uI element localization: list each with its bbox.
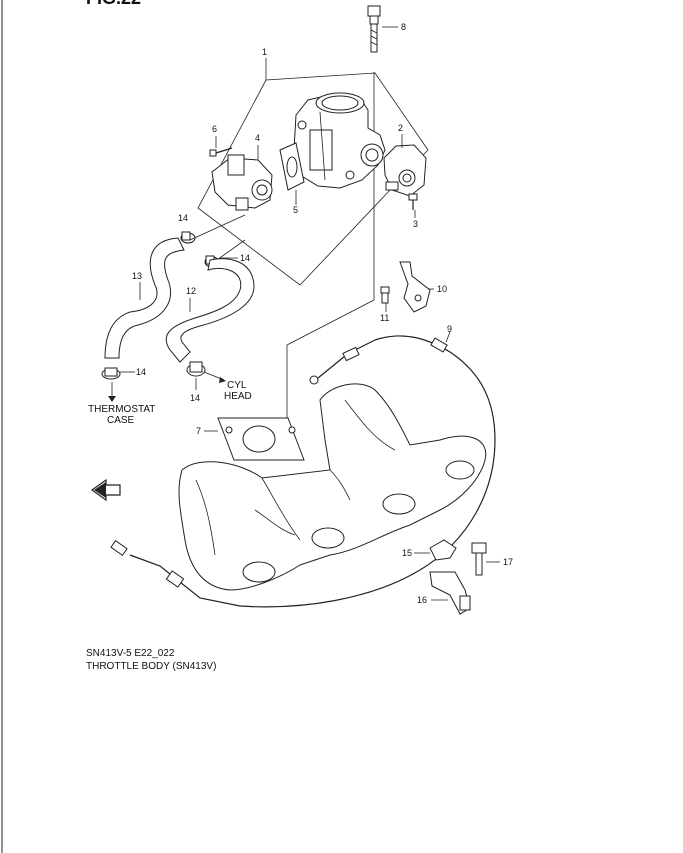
callout-17: 17: [503, 557, 513, 567]
callout-9: 9: [447, 324, 452, 334]
callout-2: 2: [398, 123, 403, 133]
bolt-17: [471, 542, 487, 576]
cyl-head-label-line2: HEAD: [224, 391, 252, 402]
isc-valve-4: [211, 154, 273, 211]
throttle-position-sensor-2: [383, 144, 427, 197]
screw-3: [408, 193, 418, 210]
callout-14d: 14: [190, 393, 200, 403]
callout-1: 1: [262, 47, 267, 57]
water-hose-13: [104, 237, 185, 359]
callout-11: 11: [380, 313, 389, 323]
throttle-body: [293, 92, 386, 189]
water-hose-12: [165, 258, 255, 363]
assembly-outline-box: [197, 72, 429, 286]
figure-title: THROTTLE BODY (SN413V): [86, 661, 217, 672]
gasket-5: [279, 142, 305, 191]
fwd-arrow-icon: [90, 478, 121, 502]
hose-clamp-14c: [101, 367, 121, 380]
callout-5: 5: [293, 205, 298, 215]
callout-14c: 14: [136, 367, 146, 377]
callout-10: 10: [437, 284, 447, 294]
callout-14b: 14: [240, 253, 250, 263]
callout-12: 12: [186, 286, 196, 296]
figure-code: SN413V-5 E22_022: [86, 648, 175, 659]
thermostat-case-label-line1: THERMOSTAT: [88, 404, 155, 415]
figure-header: FIG.22: [86, 0, 141, 8]
throttle-cable-9: [110, 335, 496, 608]
bolt-8: [367, 5, 381, 53]
thermostat-case-label-line2: CASE: [107, 415, 135, 426]
callout-6: 6: [212, 124, 217, 134]
callout-16: 16: [417, 595, 427, 605]
callout-7: 7: [196, 426, 201, 436]
bolt-11: [380, 286, 390, 304]
bracket-15: [429, 539, 457, 561]
callout-4: 4: [255, 133, 260, 143]
bracket-10: [399, 261, 431, 313]
screw-6: [209, 147, 233, 157]
callout-3: 3: [413, 219, 418, 229]
callout-15: 15: [402, 548, 412, 558]
cyl-head-label-line1: CYL: [227, 380, 247, 391]
bracket-16: [429, 571, 471, 615]
gasket-7: [217, 417, 305, 461]
hose-clamp-14d: [186, 361, 206, 377]
intake-manifold: [178, 383, 487, 591]
hose-clamp-14a: [180, 231, 196, 244]
callout-14a: 14: [178, 213, 188, 223]
callout-8: 8: [401, 22, 406, 32]
callout-13: 13: [132, 271, 142, 281]
